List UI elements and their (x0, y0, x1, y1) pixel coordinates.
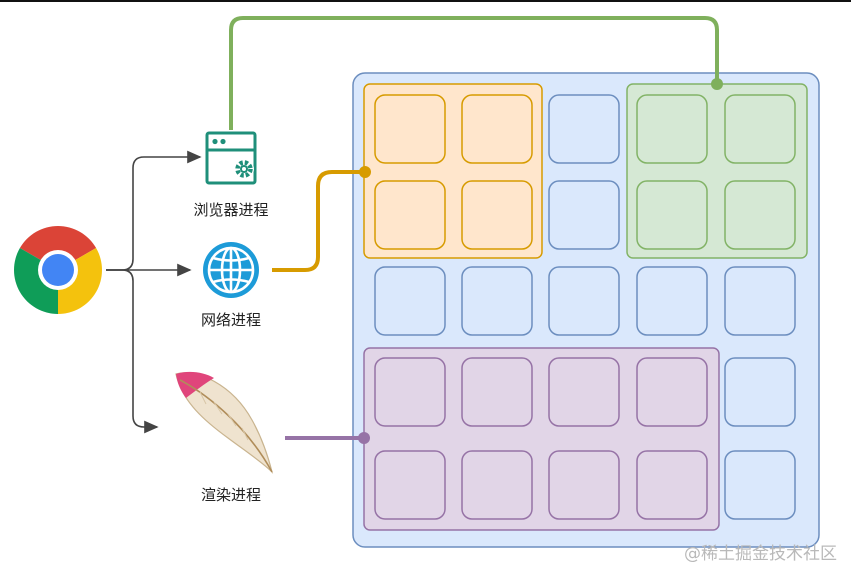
browser-cell (724, 180, 796, 250)
arrow-to-renderer (106, 269, 159, 434)
browser-connector-line (229, 16, 719, 130)
renderer-cell (548, 450, 620, 520)
network-cell (374, 180, 446, 250)
cell-grid (374, 94, 796, 520)
globe-icon (203, 242, 259, 298)
main-cell (548, 180, 620, 250)
network-process-label: 网络进程 (200, 311, 262, 329)
main-cell (724, 266, 796, 336)
main-cell (724, 357, 796, 427)
browser-cell (724, 94, 796, 164)
top-border-line (0, 0, 851, 2)
chrome-logo-icon (14, 226, 102, 314)
browser-cell (636, 180, 708, 250)
main-cell (461, 266, 533, 336)
renderer-cell (636, 357, 708, 427)
renderer-cell (636, 450, 708, 520)
network-cell (374, 94, 446, 164)
main-cell (374, 266, 446, 336)
browser-window-gear-icon (205, 131, 257, 185)
network-cell (461, 94, 533, 164)
network-connector-line (272, 170, 365, 272)
network-connector-dot (359, 166, 371, 178)
network-cell (461, 180, 533, 250)
main-cell (548, 94, 620, 164)
feather-icon (175, 371, 274, 474)
browser-cell (636, 94, 708, 164)
browser-process-label: 浏览器进程 (193, 201, 269, 219)
renderer-cell (461, 450, 533, 520)
renderer-connector-dot (358, 432, 370, 444)
main-cell (636, 266, 708, 336)
main-cell (724, 450, 796, 520)
arrow-to-browser (106, 150, 202, 271)
renderer-cell (374, 357, 446, 427)
renderer-cell (461, 357, 533, 427)
watermark: @稀土掘金技术社区 (684, 544, 837, 564)
browser-connector-dot (711, 78, 723, 90)
renderer-cell (374, 450, 446, 520)
renderer-cell (548, 357, 620, 427)
main-cell (548, 266, 620, 336)
renderer-process-label: 渲染进程 (200, 486, 262, 504)
